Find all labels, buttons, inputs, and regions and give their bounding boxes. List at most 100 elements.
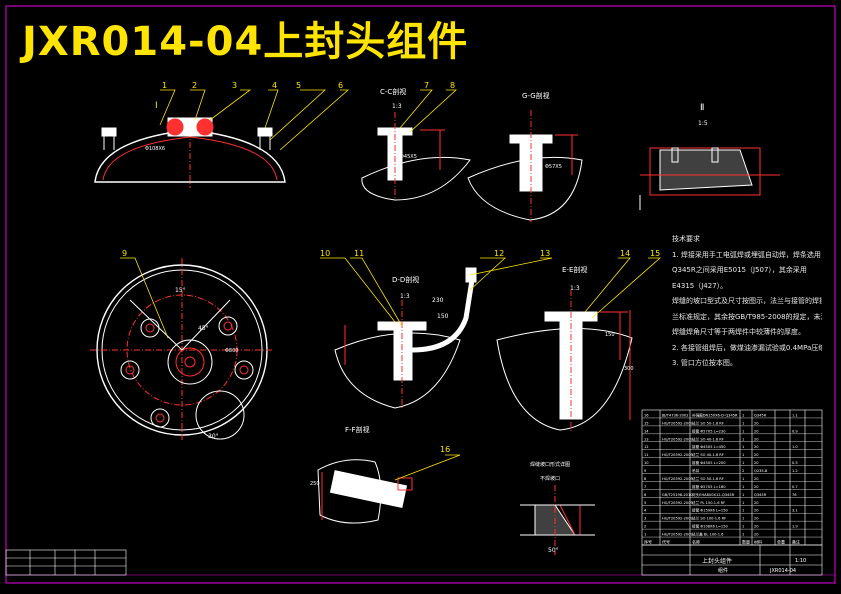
bom-cell: Q345R: [754, 493, 767, 497]
bom-header-cell: 代号: [662, 539, 670, 545]
bom-cell: Q235-B: [754, 469, 768, 473]
bom-cell: 2: [742, 469, 744, 473]
note-line: 3. 管口方位按本图。: [672, 359, 737, 367]
bom-cell: 14: [644, 429, 649, 433]
e-view-scale: 1:3: [570, 285, 580, 292]
bom-cell: HG/T20592-2009: [662, 477, 693, 481]
bom-cell: 1.2: [792, 469, 798, 473]
head-leaders: [159, 89, 350, 151]
bom-cell: 8: [644, 477, 647, 481]
plan-dim-15: 15°: [175, 287, 186, 294]
e-view: [496, 290, 633, 432]
note-line: E4315（J427）。: [672, 281, 728, 290]
bom-cell: 接管 Φ57X5 L=230: [692, 428, 726, 433]
plan-dim-800: Φ800: [225, 348, 238, 354]
bom-cell: 接管 Φ45X5 L=200: [692, 460, 726, 465]
note-line: 1. 焊接采用手工电弧焊或埋弧自动焊，焊条选用：: [672, 250, 822, 259]
bom-cell: 法兰 SO 100-1.6 RF: [692, 516, 726, 521]
bom-cell: 3: [644, 517, 646, 521]
bom-cell: 12: [644, 445, 649, 449]
detail-scale: 1:5: [698, 120, 708, 127]
balloon-1: 1: [162, 81, 167, 90]
balloon-3: 3: [232, 81, 237, 90]
bom-cell: 接管 Φ45X5 L=450: [692, 444, 726, 449]
bom-cell: 20: [754, 485, 759, 489]
bom-cell: JB/T4736-2002: [661, 413, 689, 417]
note-line: 焊缝焊角尺寸等于两焊件中较薄件的厚度。: [672, 328, 805, 336]
bom-cell: 4: [644, 509, 647, 513]
technical-notes: 技术要求 1. 焊接采用手工电弧焊或埋弧自动焊，焊条选用： Q345R之间采用E…: [672, 232, 822, 372]
bom-cell: 11: [644, 453, 649, 457]
title-block-name: 上封头组件: [702, 557, 732, 565]
bom-cell: 0.5: [792, 461, 798, 465]
bom-cell: 1.0: [792, 445, 798, 449]
plan-dim-45: 45°: [198, 325, 209, 332]
balloon-2: 2: [192, 81, 197, 90]
bom-cell: 5: [644, 501, 646, 505]
note-line: 焊缝的坡口型式及尺寸按图示，法兰与接管的焊接按相应法: [672, 297, 822, 305]
e-leader-15: [591, 257, 662, 319]
bom-cell: 20: [754, 517, 759, 521]
note-line: 技术要求: [672, 235, 700, 243]
c-leader: [399, 89, 433, 129]
bom-cell: 9: [644, 469, 647, 473]
bom-cell: 1: [742, 485, 744, 489]
bom-cell: GB/T25198-2010: [662, 493, 693, 497]
bom-cell: 接管 Φ108X6 L=150: [692, 524, 728, 529]
e-leader-14: [584, 257, 631, 313]
bom-cell: 20: [754, 477, 759, 481]
bom-cell: 20: [754, 509, 759, 513]
balloon-5: 5: [296, 81, 301, 90]
bom-cell: 20: [754, 501, 759, 505]
bom-cell: 7: [644, 485, 646, 489]
bom-cell: 0.9: [792, 429, 798, 433]
bom-cell: 20: [754, 421, 759, 425]
bom-cell: 吊耳: [692, 468, 700, 473]
weld-sub: 不焊坡口: [540, 475, 560, 482]
bom-cell: 1: [742, 533, 744, 537]
g-view: [467, 110, 583, 222]
bom-cell: 补强圈DN150X6-D-Q345R: [692, 412, 738, 417]
bom-cell: 6: [644, 493, 647, 497]
weld-detail: [520, 485, 595, 555]
balloon-14: 14: [620, 249, 630, 258]
bom-cell: 法兰 SO 40-1.6 RF: [692, 452, 724, 457]
bom-cell: 1: [742, 501, 744, 505]
balloon-9-leader: [120, 257, 169, 339]
bom-cell: 13: [644, 437, 649, 441]
bom-cell: 15: [644, 421, 649, 425]
bom-cell: 1: [742, 525, 744, 529]
balloon-8: 8: [450, 81, 455, 90]
bom-cell: HG/T20592-2009: [662, 517, 693, 521]
bom-cell: 法兰盖 BL 100-1.6: [692, 532, 724, 537]
bom-cell: 1: [742, 429, 744, 433]
d-leader-11: [350, 257, 403, 327]
d-view: [334, 267, 477, 410]
e-dim-300: 300: [624, 366, 634, 372]
bom-cell: 1: [742, 413, 744, 417]
bom-cell: 接管 Φ159X6 L=150: [692, 508, 728, 513]
bom-header-cell: 备注: [792, 539, 800, 545]
bom-cell: 3.1: [792, 509, 798, 513]
bom-cell: 法兰 SO 40-1.6 RF: [692, 436, 724, 441]
f-view-label: F-F剖视: [345, 425, 370, 434]
balloon-11: 11: [354, 249, 364, 258]
bom-cell: HG/T20592-2009: [662, 437, 693, 441]
c-leader-2: [409, 89, 458, 133]
bom-cell: 1: [742, 437, 744, 441]
bom-cell: Q345R: [754, 413, 767, 417]
bom-cell: 20: [754, 429, 759, 433]
bom-cell: 0.7: [792, 485, 798, 489]
bom-cell: 法兰 PL 150-1.6 RF: [692, 500, 725, 505]
dim-head-1: Φ108X6: [145, 146, 165, 152]
bom-cell: 1: [742, 453, 744, 457]
detail-marker: Ⅱ: [700, 103, 704, 113]
bom-cell: 1.9: [792, 525, 798, 529]
bom-cell: 10: [644, 461, 649, 465]
bom-cell: 20: [754, 453, 759, 457]
bom-cell: 1: [742, 421, 744, 425]
bom-cell: 1.1: [792, 413, 798, 417]
bom-cell: 接管 Φ57X5 L=180: [692, 484, 726, 489]
balloon-7: 7: [424, 81, 429, 90]
d-leader-10: [320, 257, 396, 323]
